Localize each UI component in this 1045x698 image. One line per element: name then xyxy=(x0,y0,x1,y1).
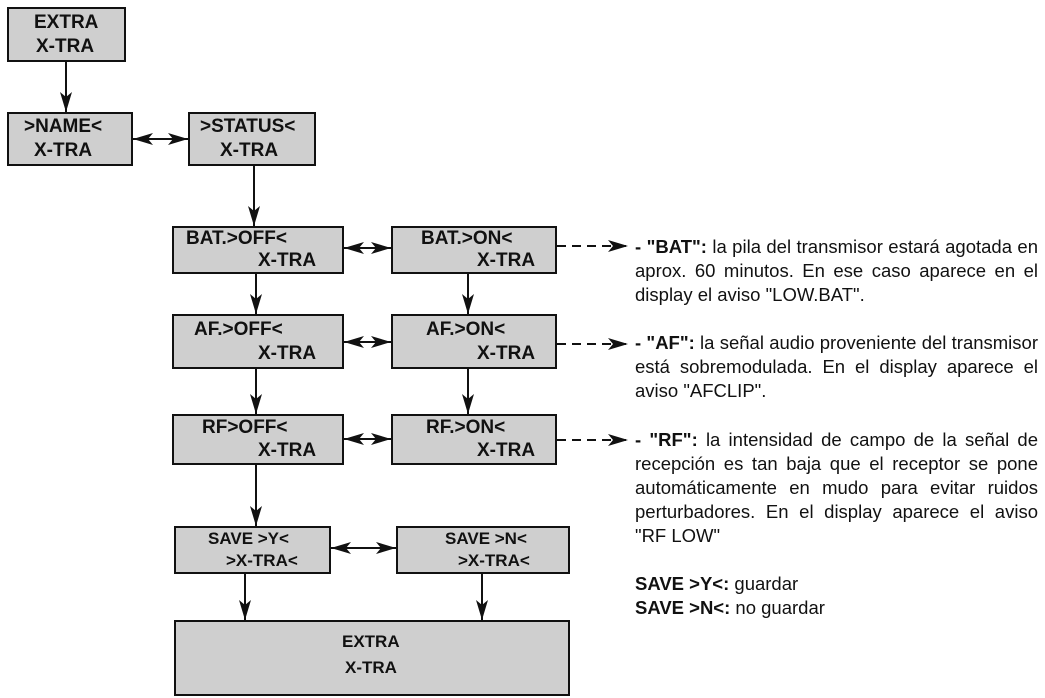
description-af: - "AF": la señal audio proveniente del t… xyxy=(635,331,1038,403)
node-line-2: X-TRA xyxy=(345,658,397,677)
node-line-1: AF.>ON< xyxy=(426,319,506,340)
description-text: la pila del transmisor estará agotada en… xyxy=(635,236,1038,305)
node-line-2: X-TRA xyxy=(477,250,536,271)
save-note-label: SAVE >N<: xyxy=(635,597,731,618)
node-rf-off: RF>OFF< X-TRA xyxy=(172,414,344,465)
save-note-label: SAVE >Y<: xyxy=(635,573,730,594)
node-line-2: X-TRA xyxy=(477,440,536,461)
node-af-off: AF.>OFF< X-TRA xyxy=(172,314,344,369)
node-line-2: X-TRA xyxy=(258,250,317,271)
node-line-2: X-TRA xyxy=(220,140,279,161)
node-line-1: >STATUS< xyxy=(200,116,296,137)
node-save-yes: SAVE >Y< >X-TRA< xyxy=(174,526,331,574)
node-line-2: X-TRA xyxy=(36,36,95,57)
node-line-1: EXTRA xyxy=(342,632,400,651)
node-bat-off: BAT.>OFF< X-TRA xyxy=(172,226,344,274)
node-line-1: RF.>ON< xyxy=(426,417,506,438)
node-line-2: X-TRA xyxy=(34,140,93,161)
node-line-1: RF>OFF< xyxy=(202,417,288,438)
node-save-no: SAVE >N< >X-TRA< xyxy=(396,526,570,574)
node-rf-on: RF.>ON< X-TRA xyxy=(391,414,557,465)
node-line-2: X-TRA xyxy=(258,440,317,461)
node-af-on: AF.>ON< X-TRA xyxy=(391,314,557,369)
description-bat: - "BAT": la pila del transmisor estará a… xyxy=(635,235,1038,307)
node-line-2: X-TRA xyxy=(258,343,317,364)
node-bat-on: BAT.>ON< X-TRA xyxy=(391,226,557,274)
description-label: - "BAT": xyxy=(635,236,707,257)
node-line-2: >X-TRA< xyxy=(226,551,298,570)
node-line-1: SAVE >N< xyxy=(445,529,527,548)
description-label: - "AF": xyxy=(635,332,695,353)
description-text: la señal audio proveniente del transmiso… xyxy=(635,332,1038,401)
save-note-no: SAVE >N<: no guardar xyxy=(635,596,825,620)
description-rf: - "RF": la intensidad de campo de la señ… xyxy=(635,428,1038,548)
save-note-text: guardar xyxy=(729,573,799,594)
node-line-1: AF.>OFF< xyxy=(194,319,283,340)
node-line-2: X-TRA xyxy=(477,343,536,364)
node-line-1: SAVE >Y< xyxy=(208,529,289,548)
description-text: la intensidad de campo de la señal de re… xyxy=(635,429,1038,546)
node-name: >NAME< X-TRA xyxy=(7,112,133,166)
node-status: >STATUS< X-TRA xyxy=(188,112,316,166)
node-extra-top: EXTRA X-TRA xyxy=(7,7,126,62)
save-note-yes: SAVE >Y<: guardar xyxy=(635,572,798,596)
node-line-1: EXTRA xyxy=(34,12,99,33)
node-extra-bottom: EXTRA X-TRA xyxy=(174,620,570,696)
node-line-2: >X-TRA< xyxy=(458,551,530,570)
node-line-1: >NAME< xyxy=(24,116,103,137)
node-line-1: BAT.>ON< xyxy=(421,228,513,249)
node-line-1: BAT.>OFF< xyxy=(186,228,287,249)
save-note-text: no guardar xyxy=(730,597,825,618)
description-label: - "RF": xyxy=(635,429,698,450)
